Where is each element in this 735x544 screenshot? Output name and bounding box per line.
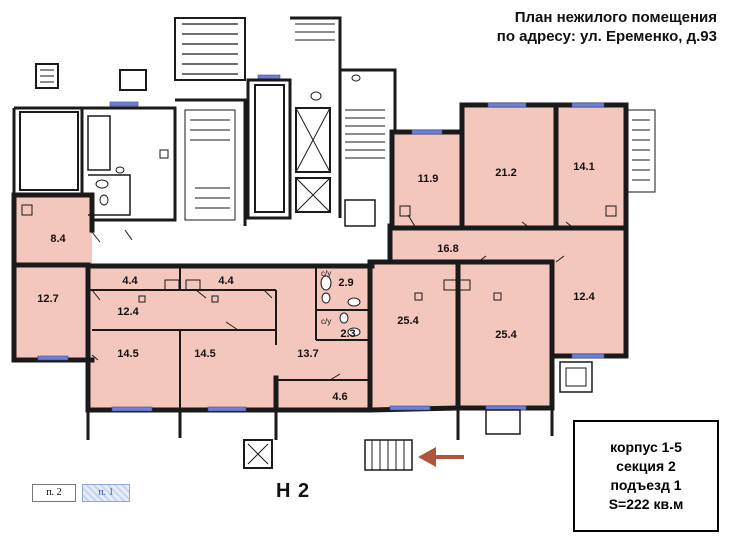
room-label-12-7: 12.7	[37, 293, 58, 305]
plan-title: План нежилого помещения по адресу: ул. Е…	[497, 8, 717, 46]
info-line4: S=222 кв.м	[608, 496, 684, 512]
room-16-8-fill	[390, 226, 626, 264]
room-label-4-6: 4.6	[332, 391, 347, 403]
room-label-12-4b: 12.4	[573, 291, 595, 303]
plan-title-line1: План нежилого помещения	[514, 9, 717, 26]
room-label-14-5a: 14.5	[117, 348, 138, 360]
legend-p2: п. 2	[32, 484, 76, 502]
room-label-4-4a: 4.4	[122, 275, 138, 287]
room-label-11-9: 11.9	[418, 173, 439, 185]
common-area	[12, 16, 656, 471]
room-label-13-7: 13.7	[297, 348, 318, 360]
room-21-2-fill	[462, 105, 556, 228]
info-line3: подъезд 1	[610, 477, 682, 493]
room-label-14-1: 14.1	[573, 161, 594, 173]
room-label-14-5b: 14.5	[194, 348, 215, 360]
room-labels: 8.4 12.7 4.4 4.4 12.4 14.5 14.5 13.7 2.9…	[37, 161, 595, 403]
room-label-2-3: 2.3	[340, 328, 355, 340]
room-fills	[14, 105, 626, 410]
section-legend: п. 2 п. 1	[32, 482, 132, 502]
door-swings	[91, 214, 577, 381]
wc-mark-1: с/у	[321, 269, 331, 278]
entrance-arrow	[418, 447, 464, 467]
plan-title-line2: по адресу: ул. Еременко, д.93	[496, 28, 717, 45]
room-label-4-4b: 4.4	[218, 275, 234, 287]
info-line2: секция 2	[616, 458, 676, 474]
room-label-25-4b: 25.4	[495, 329, 517, 341]
room-25-4b-fill	[458, 262, 552, 408]
windows	[37, 74, 605, 412]
wc-mark-2: с/у	[321, 317, 331, 326]
room-label-2-9: 2.9	[338, 277, 353, 289]
corridor-left-fill	[88, 265, 276, 410]
partitions	[88, 266, 372, 410]
vent-markers	[21, 149, 617, 303]
room-label-8-4: 8.4	[50, 233, 66, 245]
room-label-12-4a: 12.4	[117, 306, 139, 318]
fixtures	[95, 74, 361, 337]
room-label-25-4a: 25.4	[397, 315, 419, 327]
legend-p1: п. 1	[82, 484, 130, 502]
room-8-4-fill	[14, 195, 92, 265]
section-label: Н 2	[276, 480, 311, 502]
room-12-4b-fill	[552, 262, 626, 356]
info-line1: корпус 1-5	[610, 439, 682, 455]
room-25-4a-fill	[370, 262, 458, 408]
room-label-21-2: 21.2	[495, 167, 516, 179]
room-11-9-fill	[392, 132, 462, 228]
room-label-16-8: 16.8	[437, 243, 458, 255]
info-box: корпус 1-5 секция 2 подъезд 1 S=222 кв.м	[573, 420, 719, 532]
room-14-1-fill	[556, 105, 626, 228]
room-12-7-fill	[14, 265, 92, 358]
